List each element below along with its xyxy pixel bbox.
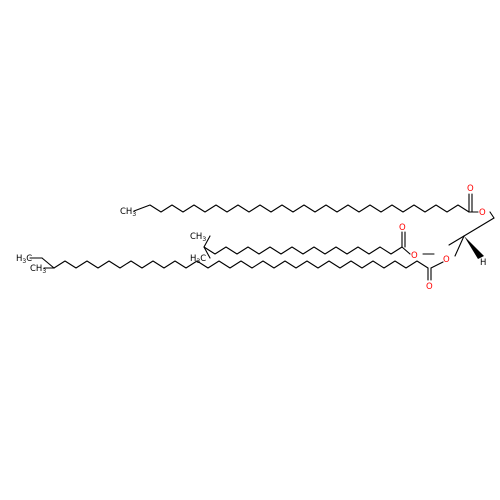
mid-carbonyl-link [401, 246, 411, 255]
low-ester-oxygen: O [443, 255, 450, 265]
c2-lower-ester [454, 235, 465, 257]
top-acyl-chain [133, 204, 470, 213]
low-ethyl-methyl: H3C [16, 254, 32, 265]
mid-acyl-chain [203, 246, 403, 255]
top-carbonyl-oxygen: O [467, 184, 474, 194]
top-terminal-methyl: CH3 [120, 207, 136, 218]
stereo-hydrogen: H [480, 258, 486, 268]
mid-ester-oxygen: O [411, 251, 418, 261]
mid-upper-methyl: CH3 [190, 232, 206, 243]
mid-lower-methyl: H3C [190, 254, 206, 265]
low-ester-bond [430, 261, 444, 269]
stereo-wedge [464, 236, 484, 259]
mid-carbonyl-oxygen: O [399, 223, 406, 233]
top-ester-oxygen: O [479, 208, 486, 218]
mid-branch-lower [203, 246, 211, 259]
glycerol-c1-c2 [478, 217, 495, 228]
mid-branch-upper [203, 235, 211, 248]
low-acyl-chain [53, 260, 429, 269]
low-ethyl-bond [41, 257, 55, 269]
low-carbonyl-oxygen: O [426, 282, 433, 292]
top-ester-glycerol [489, 211, 495, 219]
mid-ester-glycerol [448, 235, 465, 246]
low-branch-methyl: CH3 [30, 264, 46, 275]
glycerol-c2-c3 [463, 226, 480, 237]
